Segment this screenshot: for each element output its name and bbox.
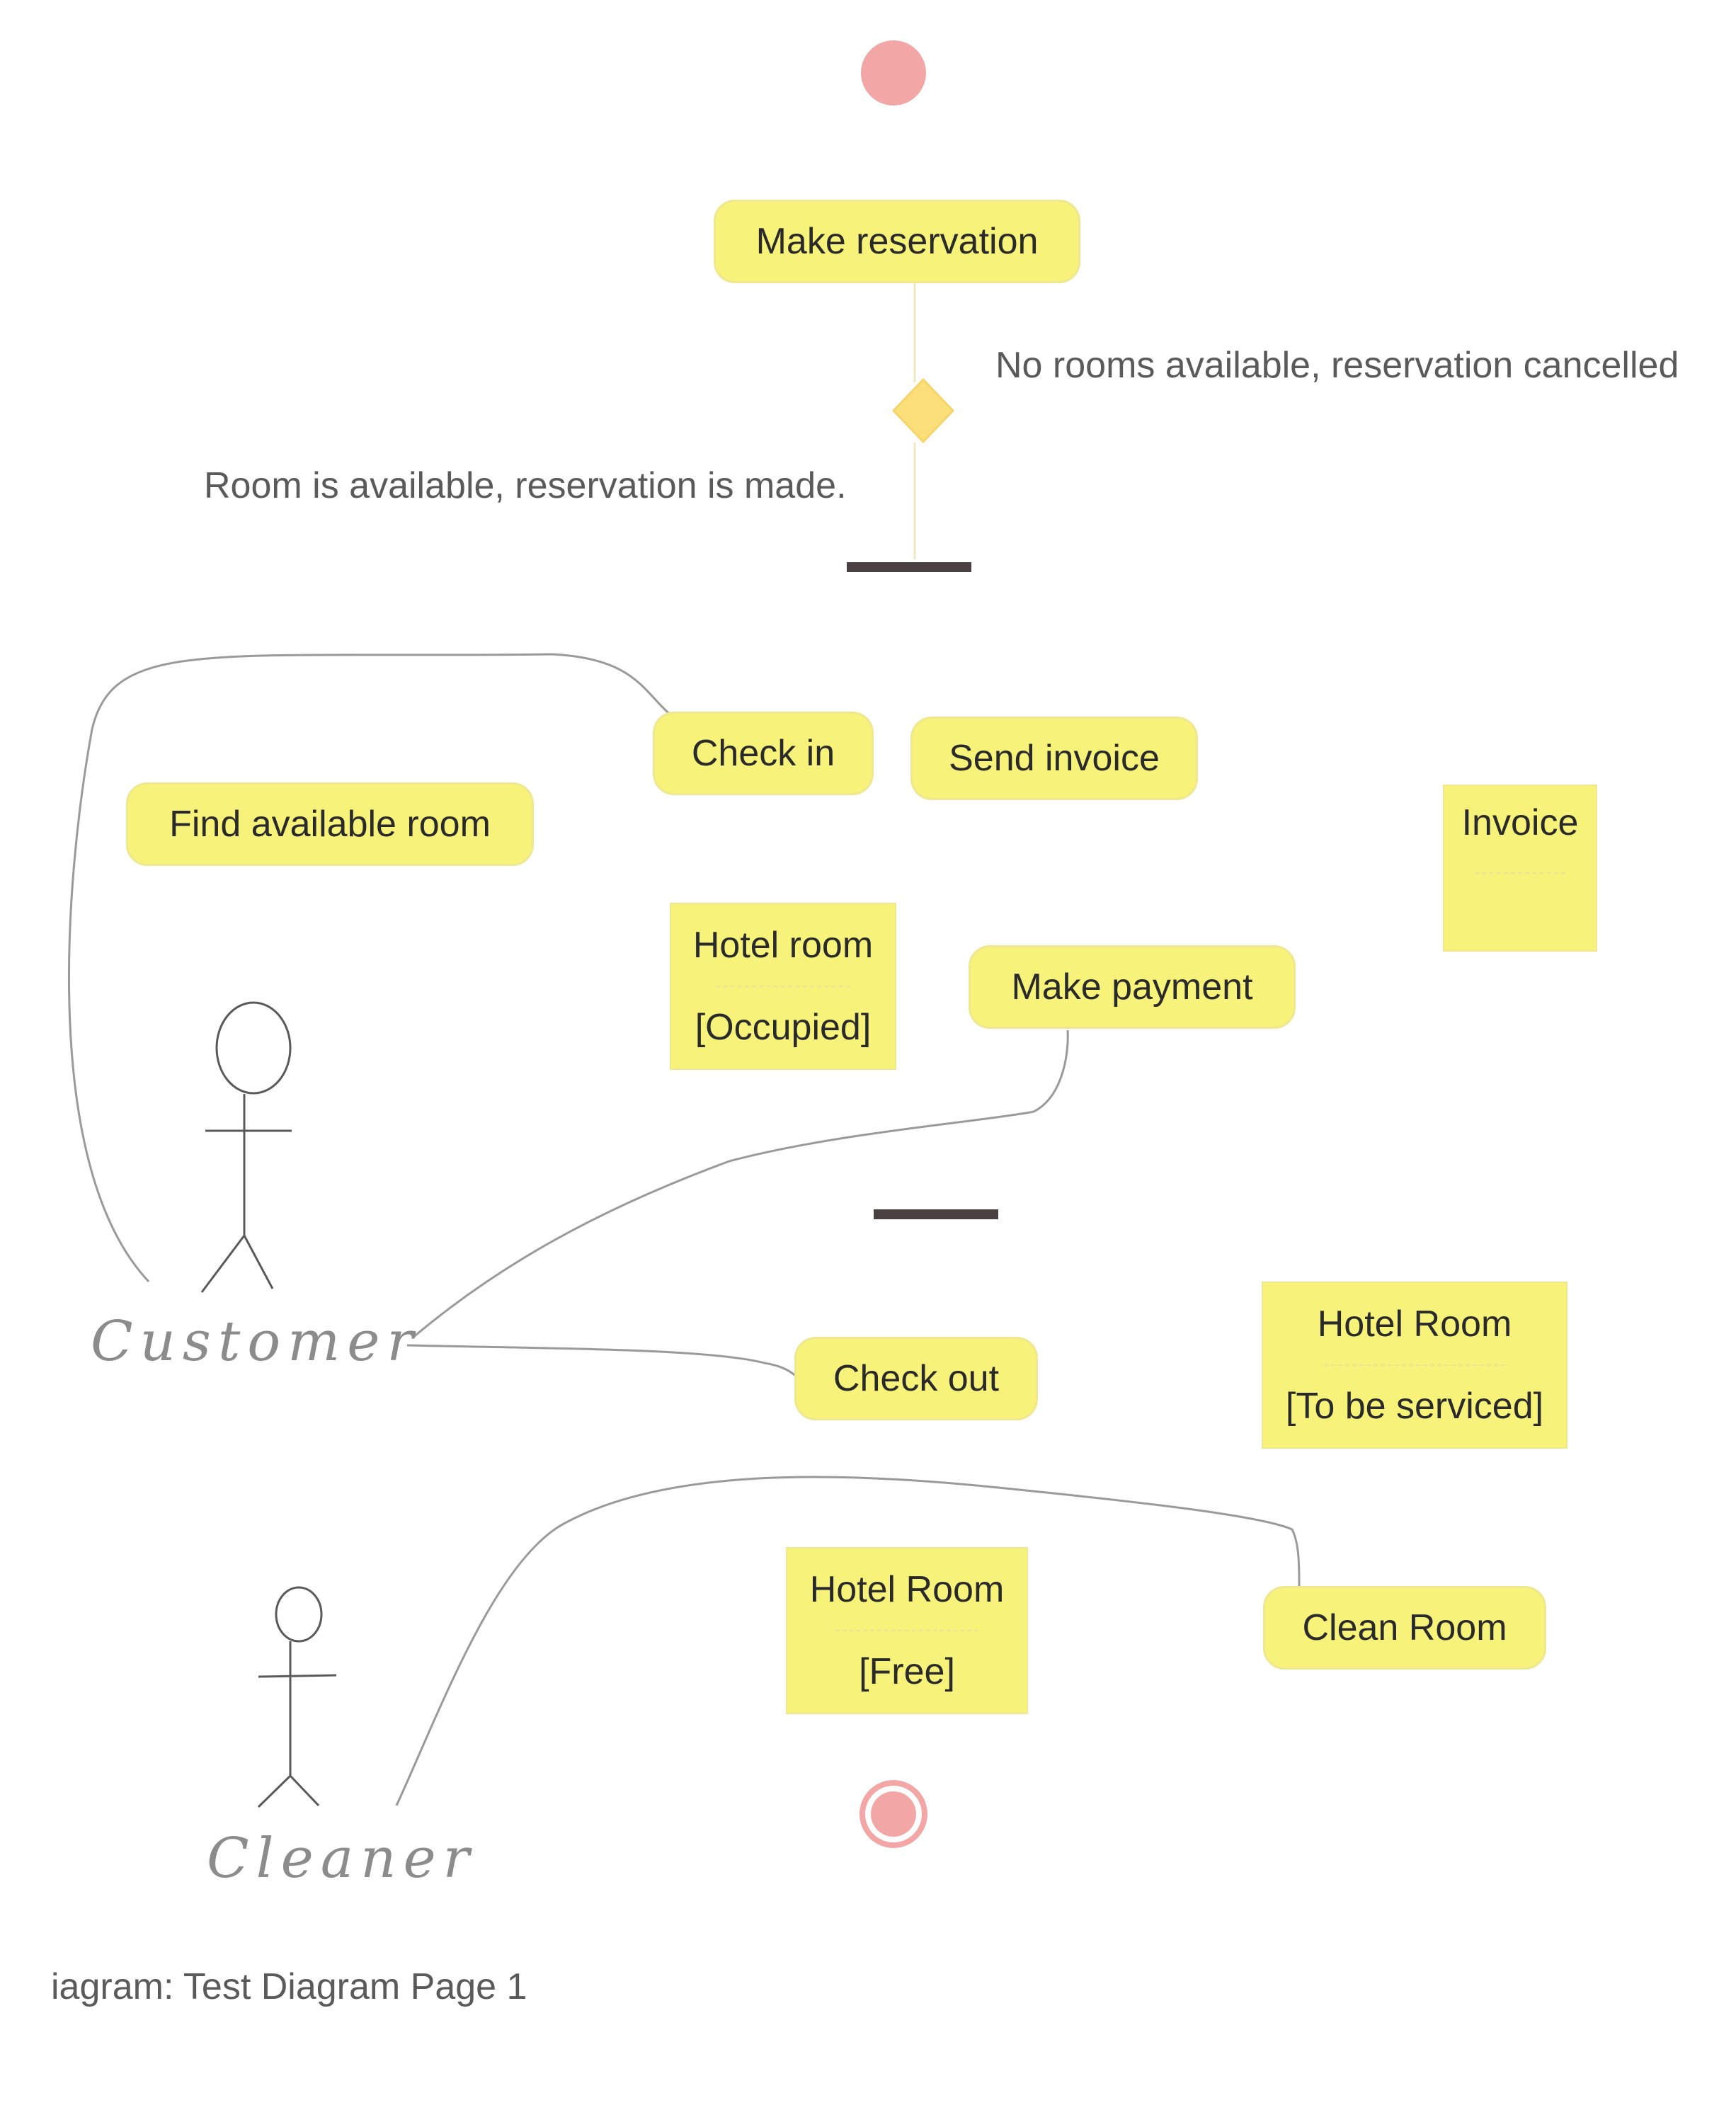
activity-check-out[interactable]: Check out — [794, 1337, 1038, 1420]
activity-send-invoice-label: Send invoice — [949, 738, 1160, 779]
customer-to-checkout-line — [406, 1344, 798, 1379]
object-hotel-room-to-be-serviced[interactable]: Hotel Room [To be serviced] — [1262, 1282, 1567, 1449]
object-invoice-separator — [1474, 872, 1566, 874]
activity-find-available-room[interactable]: Find available room — [126, 782, 534, 866]
activity-check-out-label: Check out — [833, 1358, 1000, 1399]
actor-cleaner-label: Cleaner — [207, 1827, 476, 1891]
page-footer: iagram: Test Diagram Page 1 — [51, 1966, 527, 2007]
cleaner-stick-figure — [257, 1586, 337, 1808]
object-hotel-room-to-be-serviced-state: [To be serviced] — [1285, 1386, 1544, 1427]
object-hotel-room-to-be-serviced-name: Hotel Room — [1317, 1303, 1512, 1345]
cleaner-to-cleanroom-line — [395, 1476, 1301, 1806]
join-bar — [874, 1209, 998, 1219]
actor-customer-label: Customer — [91, 1310, 421, 1374]
initial-node — [861, 40, 926, 106]
object-hotel-room-occupied-separator — [716, 985, 850, 987]
object-hotel-room-free[interactable]: Hotel Room [Free] — [786, 1547, 1028, 1714]
object-hotel-room-to-be-serviced-separator — [1323, 1364, 1506, 1366]
activity-make-payment-label: Make payment — [1011, 966, 1253, 1008]
object-invoice[interactable]: Invoice — [1443, 785, 1597, 952]
activity-check-in[interactable]: Check in — [653, 712, 874, 795]
object-hotel-room-free-name: Hotel Room — [809, 1568, 1005, 1610]
guard-room-available: Room is available, reservation is made. — [204, 465, 847, 506]
customer-to-checkin-line — [67, 653, 673, 1283]
final-node-center — [871, 1791, 916, 1837]
activity-check-in-label: Check in — [691, 733, 835, 774]
fork-bar — [847, 562, 971, 572]
activity-make-reservation[interactable]: Make reservation — [714, 200, 1080, 283]
object-invoice-name: Invoice — [1461, 802, 1579, 843]
activity-find-available-room-label: Find available room — [169, 804, 491, 845]
decision-diamond — [891, 377, 955, 444]
object-hotel-room-occupied-state: [Occupied] — [695, 1007, 872, 1049]
object-hotel-room-free-state: [Free] — [859, 1651, 955, 1693]
object-hotel-room-free-separator — [835, 1629, 979, 1631]
object-hotel-room-occupied-name: Hotel room — [692, 924, 874, 966]
activity-send-invoice[interactable]: Send invoice — [910, 717, 1198, 800]
activity-make-reservation-label: Make reservation — [755, 221, 1039, 262]
activity-make-payment[interactable]: Make payment — [969, 945, 1296, 1029]
activity-clean-room-label: Clean Room — [1302, 1607, 1507, 1648]
customer-stick-figure — [200, 1001, 292, 1293]
activity-clean-room[interactable]: Clean Room — [1263, 1586, 1546, 1670]
guard-no-rooms-available: No rooms available, reservation cancelle… — [995, 345, 1679, 386]
customer-to-payment-line — [411, 1030, 1069, 1340]
object-hotel-room-occupied[interactable]: Hotel room [Occupied] — [670, 903, 896, 1070]
